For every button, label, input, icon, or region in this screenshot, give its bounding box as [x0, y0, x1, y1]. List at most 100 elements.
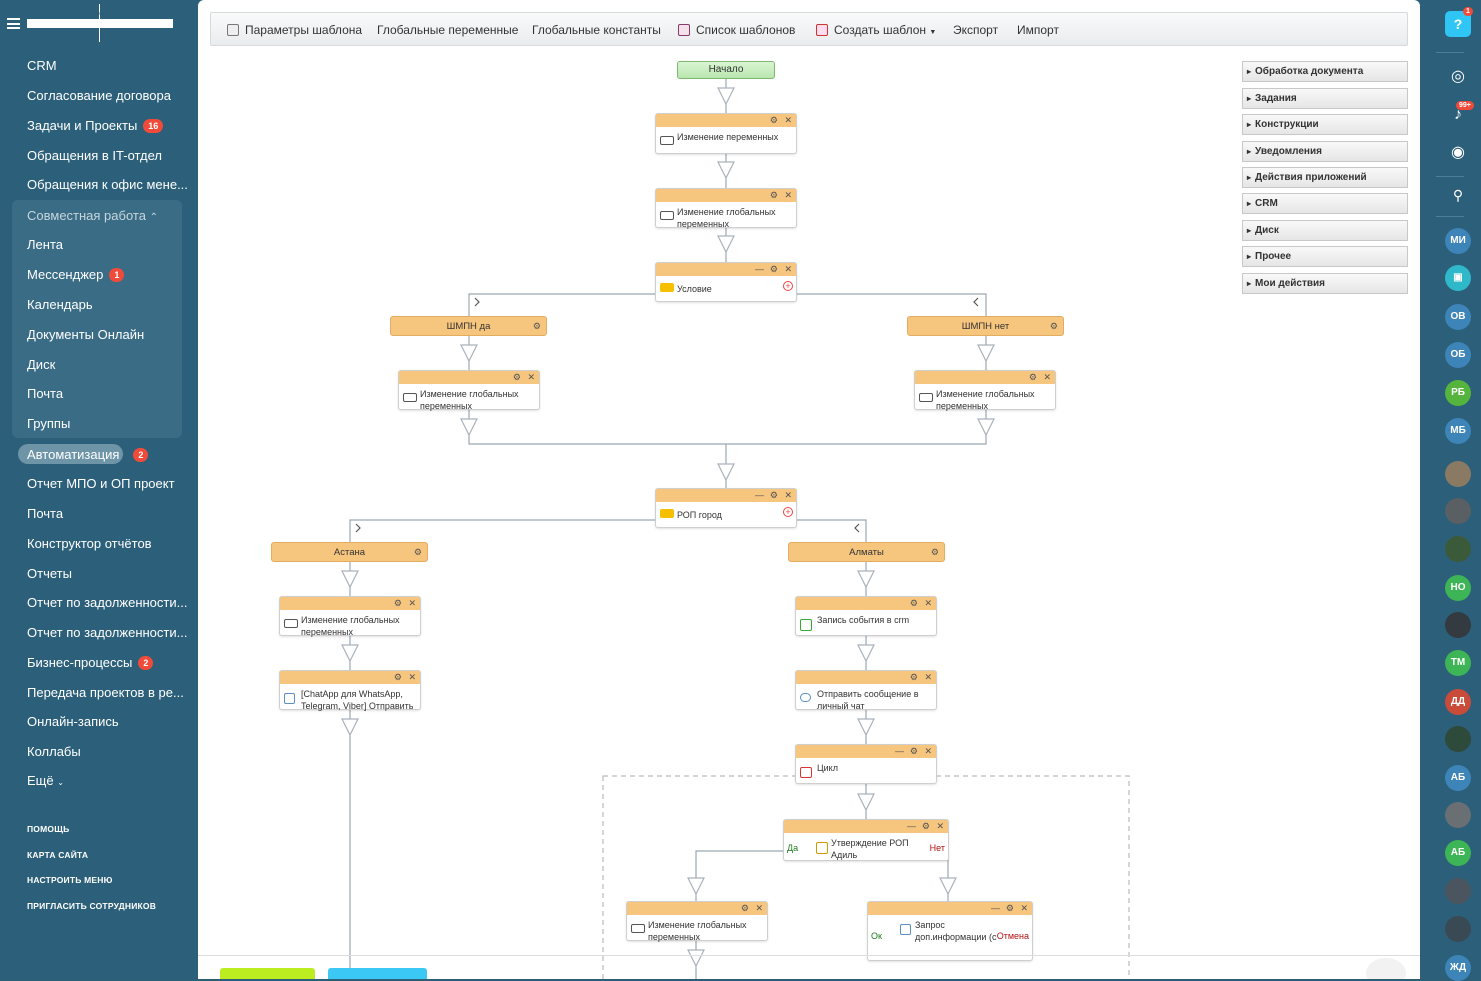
- avatar[interactable]: РБ: [1445, 380, 1471, 406]
- close-icon[interactable]: ✕: [1020, 903, 1028, 913]
- branch-no[interactable]: ШМПН нет⚙: [907, 316, 1064, 336]
- start-node[interactable]: Начало: [677, 61, 775, 79]
- request-info-node[interactable]: —⚙✕ Запрос доп.информации (с Ок Отмена: [867, 901, 1033, 961]
- avatar[interactable]: ОБ: [1445, 342, 1471, 368]
- sidebar-item-disk[interactable]: Диск: [27, 357, 56, 372]
- gear-icon[interactable]: ⚙: [930, 547, 939, 557]
- create-template-button[interactable]: Создать шаблон ▼: [816, 23, 936, 37]
- gear-icon[interactable]: ⚙: [1028, 372, 1037, 382]
- change-global-variables-node[interactable]: ⚙✕ Изменение глобальных переменных: [398, 370, 540, 411]
- change-global-variables-node[interactable]: ⚙✕ Изменение глобальных переменных: [914, 370, 1056, 411]
- menu-icon[interactable]: [7, 18, 20, 29]
- sidebar-item-debt-report-1[interactable]: Отчет по задолженности...: [27, 595, 188, 610]
- close-icon[interactable]: ✕: [408, 672, 416, 682]
- gear-icon[interactable]: ⚙: [1005, 903, 1014, 913]
- gear-icon[interactable]: ⚙: [909, 672, 918, 682]
- sidebar-item-mail[interactable]: Почта: [27, 386, 64, 401]
- export-button[interactable]: Экспорт: [953, 23, 999, 37]
- panel-disk[interactable]: Диск: [1242, 220, 1408, 241]
- avatar[interactable]: МБ: [1445, 418, 1471, 444]
- panel-crm[interactable]: CRM: [1242, 193, 1408, 214]
- sidebar-item-groups[interactable]: Группы: [27, 416, 71, 431]
- panel-tasks[interactable]: Задания: [1242, 88, 1408, 109]
- branch-astana[interactable]: Астана⚙: [271, 542, 428, 562]
- panel-constructs[interactable]: Конструкции: [1242, 114, 1408, 135]
- user-photo-avatar[interactable]: [1445, 498, 1471, 524]
- close-icon[interactable]: ✕: [784, 490, 792, 500]
- gear-icon[interactable]: ⚙: [413, 547, 422, 557]
- avatar[interactable]: МИ: [1445, 228, 1471, 254]
- user-photo-avatar[interactable]: [1445, 916, 1471, 942]
- gear-icon[interactable]: ⚙: [393, 598, 402, 608]
- sidebar-item-collabs[interactable]: Коллабы: [27, 744, 81, 759]
- footer-sitemap-link[interactable]: КАРТА САЙТА: [27, 850, 89, 860]
- user-photo-avatar[interactable]: [1445, 612, 1471, 638]
- collapse-icon[interactable]: —: [755, 264, 764, 274]
- sidebar-item-mail-2[interactable]: Почта: [27, 506, 64, 521]
- avatar[interactable]: АБ: [1445, 765, 1471, 791]
- gear-icon[interactable]: ⚙: [769, 115, 778, 125]
- gear-icon[interactable]: ⚙: [769, 190, 778, 200]
- panel-other[interactable]: Прочее: [1242, 246, 1408, 267]
- send-private-message-node[interactable]: ⚙✕ Отправить сообщение в личный чат: [795, 670, 937, 711]
- sidebar-item-calendar[interactable]: Календарь: [27, 297, 93, 312]
- gear-icon[interactable]: ⚙: [909, 746, 918, 756]
- user-photo-avatar[interactable]: [1445, 461, 1471, 487]
- panel-my-actions[interactable]: Мои действия: [1242, 273, 1408, 294]
- template-list-button[interactable]: Список шаблонов: [678, 23, 795, 37]
- close-icon[interactable]: ✕: [924, 598, 932, 608]
- chatapp-send-node[interactable]: ⚙✕ [ChatApp для WhatsApp, Telegram, Vibe…: [279, 670, 421, 711]
- change-variables-node[interactable]: ⚙✕ Изменение переменных: [655, 113, 797, 154]
- close-icon[interactable]: ✕: [924, 746, 932, 756]
- sidebar-item-debt-report-2[interactable]: Отчет по задолженности...: [27, 625, 188, 640]
- approval-node[interactable]: —⚙✕ Утверждение РОП Адиль Да Нет: [783, 819, 949, 861]
- close-icon[interactable]: ✕: [784, 264, 792, 274]
- sidebar-item-more[interactable]: Ещё ⌄: [27, 773, 64, 788]
- collapse-icon[interactable]: —: [755, 490, 764, 500]
- avatar[interactable]: ТМ: [1445, 650, 1471, 676]
- activity-icon[interactable]: ◎: [1451, 68, 1465, 85]
- collapse-icon[interactable]: —: [991, 903, 1000, 913]
- gear-icon[interactable]: ⚙: [921, 821, 930, 831]
- bell-icon[interactable]: ♪: [1454, 106, 1462, 123]
- collapse-icon[interactable]: —: [895, 746, 904, 756]
- import-button[interactable]: Импорт: [1017, 23, 1059, 37]
- search-icon[interactable]: ⚲: [1452, 187, 1464, 203]
- sidebar-item-it-requests[interactable]: Обращения в IT-отдел: [27, 148, 163, 163]
- close-icon[interactable]: ✕: [936, 821, 944, 831]
- condition-node[interactable]: —⚙✕ Условие +: [655, 262, 797, 302]
- change-global-variables-node[interactable]: ⚙✕ Изменение глобальных переменных: [626, 901, 768, 942]
- logo[interactable]: [27, 19, 173, 28]
- branch-yes[interactable]: ШМПН да⚙: [390, 316, 547, 336]
- close-icon[interactable]: ✕: [784, 190, 792, 200]
- branch-almaty[interactable]: Алматы⚙: [788, 542, 945, 562]
- user-photo-avatar[interactable]: [1445, 802, 1471, 828]
- loop-node[interactable]: —⚙✕ Цикл: [795, 744, 937, 784]
- panel-notifications[interactable]: Уведомления: [1242, 141, 1408, 162]
- footer-invite-link[interactable]: ПРИГЛАСИТЬ СОТРУДНИКОВ: [27, 901, 157, 911]
- gear-icon[interactable]: ⚙: [532, 321, 541, 331]
- add-branch-icon[interactable]: +: [783, 507, 793, 517]
- sidebar-item-docs-online[interactable]: Документы Онлайн: [27, 327, 145, 342]
- crm-event-node[interactable]: ⚙✕ Запись события в crm: [795, 596, 937, 636]
- global-variables-button[interactable]: Глобальные переменные: [377, 23, 519, 37]
- save-button[interactable]: [220, 968, 315, 979]
- sidebar-group-collaboration[interactable]: Совместная работа ⌃: [27, 208, 158, 223]
- template-params-button[interactable]: Параметры шаблона: [227, 23, 362, 37]
- panel-app-actions[interactable]: Действия приложений: [1242, 167, 1408, 188]
- sidebar-item-feed[interactable]: Лента: [27, 237, 63, 252]
- sidebar-item-mpo-report[interactable]: Отчет МПО и ОП проект: [27, 476, 175, 491]
- apply-button[interactable]: [328, 968, 427, 979]
- change-global-variables-node[interactable]: ⚙✕ Изменение глобальных переменных: [279, 596, 421, 637]
- user-photo-avatar[interactable]: [1445, 536, 1471, 562]
- gear-icon[interactable]: ⚙: [769, 490, 778, 500]
- sidebar-item-reports[interactable]: Отчеты: [27, 566, 72, 581]
- sidebar-item-contract-approval[interactable]: Согласование договора: [27, 88, 171, 103]
- gear-icon[interactable]: ⚙: [1049, 321, 1058, 331]
- sidebar-item-office-requests[interactable]: Обращения к офис мене...: [27, 177, 188, 192]
- chat-bubble-icon[interactable]: ◉: [1451, 144, 1465, 161]
- panel-document-processing[interactable]: Обработка документа: [1242, 61, 1408, 82]
- global-constants-button[interactable]: Глобальные константы: [532, 23, 661, 37]
